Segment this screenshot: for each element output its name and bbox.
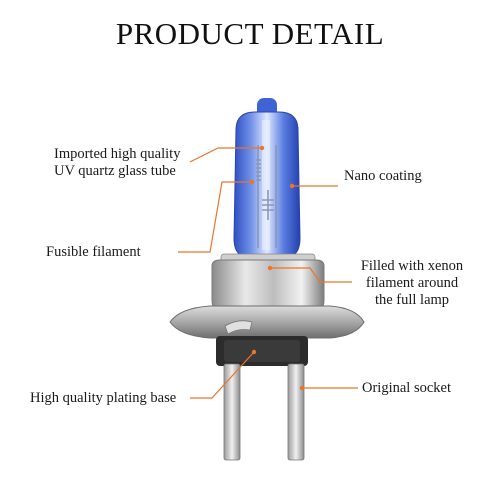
leader-lines xyxy=(178,145,358,399)
socket xyxy=(216,336,308,461)
page-title: PRODUCT DETAIL xyxy=(115,16,385,51)
leader-uv-glass xyxy=(189,147,262,163)
callout-xenon-line2: filament around xyxy=(365,275,459,291)
callout-xenon-line3: the full lamp xyxy=(374,292,450,308)
leader-plating xyxy=(190,351,255,399)
callout-plating-base: High quality plating base xyxy=(30,390,177,406)
callout-socket: Original socket xyxy=(362,380,451,396)
callout-uv-glass-line1: Imported high quality xyxy=(54,146,181,162)
callout-xenon-line1: Filled with xenon xyxy=(360,258,464,274)
filament xyxy=(256,145,277,248)
callout-nano-coating: Nano coating xyxy=(344,168,422,184)
leader-fusible xyxy=(178,181,252,253)
leader-xenon xyxy=(270,267,352,283)
callout-uv-glass-line2: UV quartz glass tube xyxy=(54,163,176,179)
callout-fusible-filament: Fusible filament xyxy=(46,244,141,260)
glass-tube xyxy=(233,98,301,257)
callout-xenon: Filled with xenon filament around the fu… xyxy=(354,258,470,309)
plating-base xyxy=(169,253,365,339)
callout-uv-glass: Imported high quality UV quartz glass tu… xyxy=(54,146,180,180)
